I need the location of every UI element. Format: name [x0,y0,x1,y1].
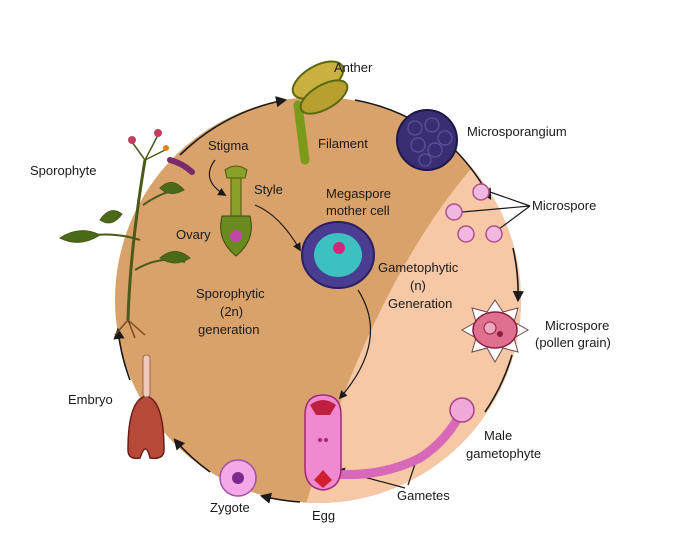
sporophyte-plant-illustration [58,129,195,339]
label-embryo: Embryo [68,392,113,407]
label-stigma: Stigma [208,138,249,153]
microspore-cell-icon [457,225,475,243]
label-gametophytic-line3: Generation [388,296,452,311]
male-gametophyte-illustration [325,397,475,480]
label-style: Style [254,182,283,197]
label-microspore-pollen-line2: (pollen grain) [535,335,611,350]
label-microspore: Microspore [532,198,596,213]
flower-icon [163,145,169,151]
embryo-icon [127,395,165,460]
microspore-cell-icon [472,183,490,201]
microspore-cell-icon [485,225,503,243]
label-gametophytic-line2: (n) [410,278,426,293]
arrow-stigma-to-style [208,159,227,196]
arrow-microspore-pointer-1 [489,191,531,207]
microspore-cell-icon [445,203,463,221]
label-microsporangium: Microsporangium [467,124,567,139]
megaspore-nucleus-icon [333,242,345,254]
egg-cell-icon [314,470,332,488]
leaf-icon [58,230,102,243]
label-megaspore-line1: Megaspore [326,186,391,201]
embryo-sac-icon [304,394,342,491]
label-sporophytic-line3: generation [198,322,259,337]
arrow-megaspore-to-egg [338,289,372,400]
microsporangium-illustration [396,109,458,171]
cycle-arc-pollen-to-gametophyte [484,354,513,413]
leaf-icon [159,251,191,264]
style-icon [230,177,242,217]
stigma-icon [224,165,248,179]
arrow-ovary-to-megaspore [254,204,301,252]
microsporangium-icon [396,109,458,171]
leaf-icon [159,182,185,194]
arrow-microspore-pointer-2 [461,205,531,213]
pollen-grain-illustration [460,299,530,364]
zygote-illustration [219,459,257,497]
label-filament: Filament [318,136,368,151]
leaf-icon [99,210,123,224]
label-gametophytic-line1: Gametophytic [378,260,459,275]
cycle-arc-egg-to-zygote [259,492,301,504]
label-megaspore-line2: mother cell [326,203,390,218]
label-sporophytic-line1: Sporophytic [196,286,265,301]
embryo-sac-illustration [304,394,342,491]
label-anther: Anther [334,60,373,75]
flower-icon [128,136,136,144]
embryo-illustration [127,354,165,460]
label-male-gametophyte-line1: Male [484,428,512,443]
label-male-gametophyte-line2: gametophyte [466,446,541,461]
megaspore-mother-cell-illustration [301,221,375,289]
filament-icon [293,100,310,165]
label-gametes: Gametes [397,488,450,503]
label-sporophytic-line2: (2n) [220,304,243,319]
flower-icon [154,129,162,137]
cycle-arc-sporophyte-to-anther [179,96,288,156]
label-egg: Egg [312,508,335,523]
cycle-arc-microspore-to-pollen [512,247,524,303]
pistil-illustration [220,165,252,257]
pollen-tube-icon [325,405,467,480]
label-sporophyte: Sporophyte [30,163,97,178]
arrow-microspore-pointer-3 [494,205,531,233]
label-ovary: Ovary [176,227,211,242]
cycle-arc-zygote-to-embryo [173,438,211,473]
label-zygote: Zygote [210,500,250,515]
anther-illustration [291,60,349,165]
microspore-cells [445,183,503,243]
anther-lobe-icon [299,79,349,115]
label-microspore-pollen-line1: Microspore [545,318,609,333]
